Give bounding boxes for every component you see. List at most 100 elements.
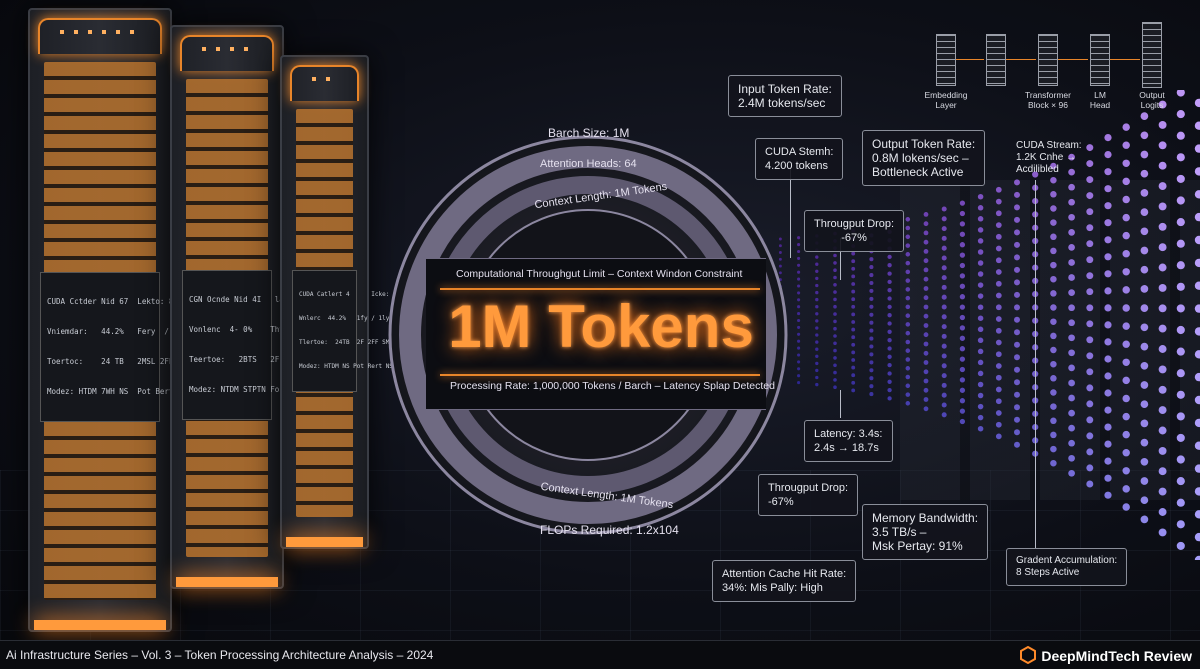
token-dot	[1050, 445, 1057, 453]
token-dot	[851, 251, 856, 256]
token-dot	[1158, 263, 1167, 272]
token-dot	[1014, 304, 1020, 311]
token-dot	[1014, 254, 1020, 261]
token-dot	[1050, 233, 1057, 241]
rack-base-glow	[286, 537, 363, 547]
token-dot	[887, 396, 892, 401]
token-stream-line	[742, 358, 1200, 496]
token-dot	[815, 382, 819, 387]
callout-value: 3.5 TB/s –	[872, 525, 927, 539]
token-dot	[977, 216, 984, 222]
token-dot	[959, 221, 966, 227]
token-dot	[959, 366, 966, 373]
token-dot	[977, 238, 984, 244]
token-dot	[1122, 467, 1130, 475]
token-dot	[797, 332, 801, 336]
token-dot	[1158, 120, 1167, 129]
token-dot	[815, 347, 819, 351]
flow-node-embedding	[936, 34, 956, 86]
token-dot	[1104, 338, 1112, 346]
token-dot	[851, 304, 856, 309]
token-dot	[1122, 159, 1130, 168]
token-dot	[1122, 304, 1130, 312]
token-dot	[923, 221, 929, 227]
token-dot	[778, 237, 782, 241]
token-dot	[959, 304, 966, 310]
rack-panel-line: CUDA Catlert 4 Icke: 1"	[299, 291, 401, 298]
token-dot	[815, 255, 819, 259]
token-stream-line	[742, 144, 1200, 262]
token-dot	[851, 320, 856, 324]
token-dot	[778, 244, 782, 248]
token-dot	[1014, 179, 1020, 186]
token-dot	[905, 243, 911, 248]
token-dot	[977, 337, 984, 344]
token-dot	[1140, 515, 1149, 524]
token-dot	[1194, 121, 1200, 130]
token-dot	[778, 257, 782, 261]
token-dot	[1122, 485, 1130, 493]
rack-panel-line: Toertoc: 24 TB 2MSL 2FF SM	[47, 357, 187, 366]
token-dot	[833, 363, 837, 368]
token-dot	[1122, 358, 1130, 367]
connector-line	[790, 168, 791, 258]
token-dot	[1050, 261, 1057, 269]
token-dot	[1176, 498, 1185, 507]
token-dot	[923, 387, 929, 393]
token-dot	[905, 374, 911, 380]
token-dot	[1068, 259, 1075, 266]
token-dot	[959, 408, 966, 414]
token-dot	[1176, 282, 1185, 291]
token-stream-line	[742, 332, 1200, 405]
token-dot	[1086, 432, 1094, 440]
token-dot	[905, 287, 911, 292]
rack-panel-line: Modez: HTDM NS Pot Rert NS	[299, 363, 393, 370]
rack-panel-line: Vniemdar: 44.2% Fery / 1hya	[47, 327, 192, 336]
token-dot	[1050, 459, 1057, 467]
token-dot	[1122, 141, 1130, 149]
token-dot	[815, 319, 819, 323]
token-dot	[941, 216, 947, 222]
token-dot	[977, 282, 984, 288]
token-dot	[905, 357, 911, 362]
token-dot	[851, 259, 856, 264]
token-dot	[887, 271, 892, 276]
token-dot	[797, 298, 801, 302]
token-dot	[959, 398, 966, 404]
token-dot	[1140, 285, 1149, 293]
token-dot	[905, 383, 911, 389]
token-dot	[923, 267, 929, 273]
callout-title: Througput Drop:	[768, 482, 849, 494]
token-dot	[977, 348, 984, 355]
callout-title: Output Token Rate:	[872, 137, 976, 151]
token-dot	[1158, 243, 1167, 252]
token-dot	[995, 433, 1002, 440]
token-dot	[1104, 253, 1112, 261]
token-dot	[1140, 169, 1149, 178]
token-dot	[833, 297, 837, 302]
token-dot	[1068, 213, 1075, 221]
token-dot	[815, 297, 819, 302]
callout-value: Bottleneck Active	[872, 165, 964, 179]
token-dot	[995, 257, 1002, 264]
token-dot	[941, 304, 947, 310]
token-dot	[851, 358, 856, 362]
token-dot	[1176, 455, 1185, 464]
server-rack-2: CGN Ocnde Nid 4I lakte: 8" Vonlenc 4- 0%…	[170, 25, 315, 589]
token-dot	[995, 316, 1002, 322]
connector-line	[840, 390, 841, 418]
token-dot	[1194, 144, 1200, 153]
token-dot	[959, 325, 966, 331]
token-dot	[815, 333, 819, 337]
rack-base-glow	[176, 577, 278, 587]
callout-title: CUDA Stemh:	[765, 146, 834, 158]
token-dot	[923, 332, 929, 338]
subline-divider	[440, 374, 760, 376]
callout-title: Througput Drop:	[814, 218, 895, 230]
token-dot	[851, 266, 856, 271]
token-dot	[1158, 222, 1167, 231]
token-dot	[905, 348, 911, 353]
token-stream-line	[742, 311, 1200, 336]
token-dot	[1068, 409, 1075, 417]
token-dot	[1194, 98, 1200, 108]
